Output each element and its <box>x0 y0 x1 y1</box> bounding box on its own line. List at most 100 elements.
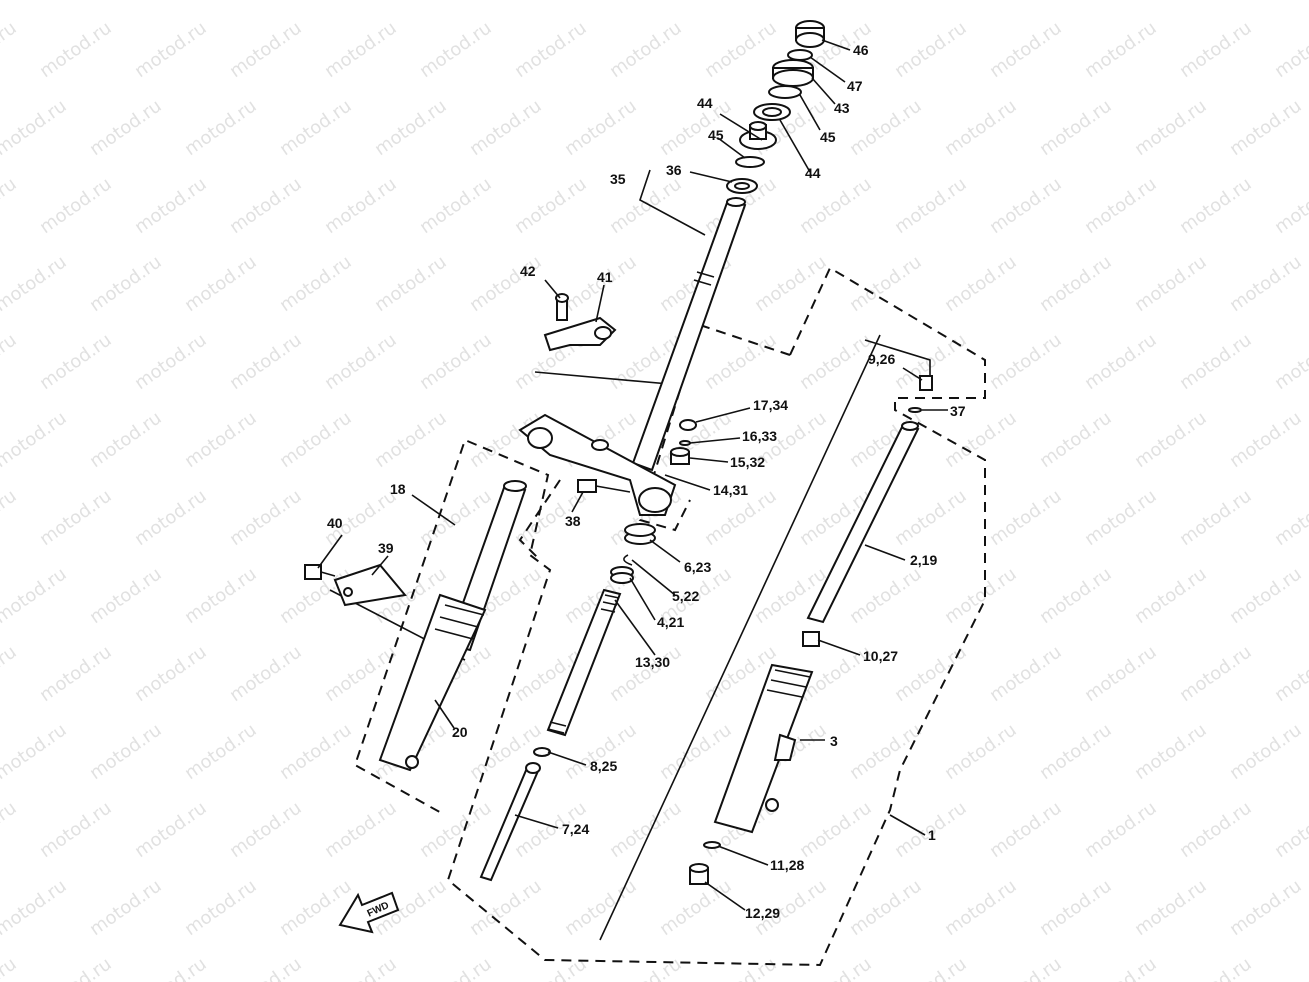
watermark-text: motod.ru <box>1271 174 1309 239</box>
label-13-30: 13,30 <box>635 654 670 670</box>
watermark-text: motod.ru <box>891 954 971 982</box>
label-12-29: 12,29 <box>745 905 780 921</box>
watermark-text: motod.ru <box>751 0 831 4</box>
watermark-text: motod.ru <box>371 408 451 473</box>
watermark-text: motod.ru <box>466 252 546 317</box>
label-11-28: 11,28 <box>770 857 804 873</box>
right-fork-leg <box>689 375 933 885</box>
watermark-text: motod.ru <box>181 876 261 941</box>
watermark-text: motod.ru <box>606 642 686 707</box>
drain-bolt <box>689 863 709 885</box>
watermark-text: motod.ru <box>276 0 356 4</box>
watermark-text: motod.ru <box>416 486 496 551</box>
watermark-text: motod.ru <box>276 720 356 785</box>
watermark-text: motod.ru <box>1131 96 1211 161</box>
watermark-text: motod.ru <box>941 0 1021 4</box>
watermark-text: motod.ru <box>796 174 876 239</box>
watermark-text: motod.ru <box>0 408 71 473</box>
label-44-upper: 44 <box>697 95 713 111</box>
forward-arrow-icon: FWD <box>338 891 400 934</box>
watermark-text: motod.ru <box>986 18 1066 83</box>
watermark-text: motod.ru <box>131 798 211 863</box>
watermark-text: motod.ru <box>796 798 876 863</box>
watermark-text: motod.ru <box>371 0 451 4</box>
label-44-lower: 44 <box>805 165 821 181</box>
watermark-text: motod.ru <box>656 0 736 4</box>
label-40: 40 <box>327 515 343 531</box>
watermark-text: motod.ru <box>466 96 546 161</box>
watermark-text: motod.ru <box>226 174 306 239</box>
steering-stem-parts <box>518 20 825 516</box>
watermark-text: motod.ru <box>1131 720 1211 785</box>
watermark-text: motod.ru <box>1226 720 1306 785</box>
watermark-text: motod.ru <box>0 954 21 982</box>
watermark-text: motod.ru <box>181 96 261 161</box>
watermark-text: motod.ru <box>131 642 211 707</box>
watermark-text: motod.ru <box>0 486 21 551</box>
watermark-text: motod.ru <box>36 798 116 863</box>
watermark-text: motod.ru <box>1036 720 1116 785</box>
part-labels: 46 47 43 45 44 44 45 36 35 42 41 9,26 37… <box>327 42 966 921</box>
cap-bolt <box>679 419 697 431</box>
bottom-race <box>726 178 758 194</box>
watermark-text: motod.ru <box>0 642 21 707</box>
watermark-text: motod.ru <box>1226 0 1306 4</box>
label-35: 35 <box>610 171 626 187</box>
watermark-text: motod.ru <box>321 798 401 863</box>
right-outer-tube <box>713 663 814 834</box>
label-5-22: 5,22 <box>672 588 699 604</box>
watermark-text: motod.ru <box>466 0 546 4</box>
watermark-text: motod.ru <box>416 18 496 83</box>
watermark-text: motod.ru <box>181 720 261 785</box>
watermark-text: motod.ru <box>656 720 736 785</box>
watermark-text: motod.ru <box>416 330 496 395</box>
watermark-text: motod.ru <box>1226 96 1306 161</box>
label-4-21: 4,21 <box>657 614 684 630</box>
watermark-text: motod.ru <box>561 720 641 785</box>
top-bolt <box>919 375 933 391</box>
watermark-text: motod.ru <box>1271 18 1309 83</box>
leader-9-26-box <box>864 339 931 380</box>
watermark-text: motod.ru <box>1081 954 1161 982</box>
watermark-text: motod.ru <box>1131 564 1211 629</box>
watermark-text: motod.ru <box>0 0 71 4</box>
watermark-text: motod.ru <box>1036 876 1116 941</box>
watermark-text: motod.ru <box>941 876 1021 941</box>
watermark-text: motod.ru <box>701 18 781 83</box>
watermark-text: motod.ru <box>1176 798 1256 863</box>
watermark-text: motod.ru <box>0 18 21 83</box>
ring-nut <box>772 59 814 87</box>
label-46: 46 <box>853 42 869 58</box>
watermark-text: motod.ru <box>511 18 591 83</box>
watermark-text: motod.ru <box>36 954 116 982</box>
watermark-text: motod.ru <box>466 876 546 941</box>
upper-race <box>753 103 791 121</box>
watermark-text: motod.ru <box>321 18 401 83</box>
watermark-text: motod.ru <box>1131 876 1211 941</box>
watermark-text: motod.ru <box>0 564 71 629</box>
watermark-text: motod.ru <box>941 720 1021 785</box>
watermark-text: motod.ru <box>751 252 831 317</box>
watermark-text: motod.ru <box>511 954 591 982</box>
watermark-text: motod.ru <box>846 720 926 785</box>
watermark-text: motod.ru <box>0 330 21 395</box>
watermark-text: motod.ru <box>891 174 971 239</box>
oil-seal <box>624 523 656 545</box>
watermark-text: motod.ru <box>86 408 166 473</box>
lower-race <box>739 121 777 150</box>
watermark-text: motod.ru <box>606 798 686 863</box>
watermark-text: motod.ru <box>1081 330 1161 395</box>
watermark-text: motod.ru <box>86 0 166 4</box>
watermark-text: motod.ru <box>1081 798 1161 863</box>
watermark-text: motod.ru <box>941 564 1021 629</box>
brake-hose-clamp <box>304 563 407 607</box>
watermark-text: motod.ru <box>131 954 211 982</box>
watermark-text: motod.ru <box>86 564 166 629</box>
watermark-text: motod.ru <box>1226 408 1306 473</box>
watermark-text: motod.ru <box>561 96 641 161</box>
label-1: 1 <box>928 827 936 843</box>
watermark-text: motod.ru <box>1226 876 1306 941</box>
stem-nut <box>795 20 825 48</box>
watermark-text: motod.ru <box>86 252 166 317</box>
label-37: 37 <box>950 403 966 419</box>
